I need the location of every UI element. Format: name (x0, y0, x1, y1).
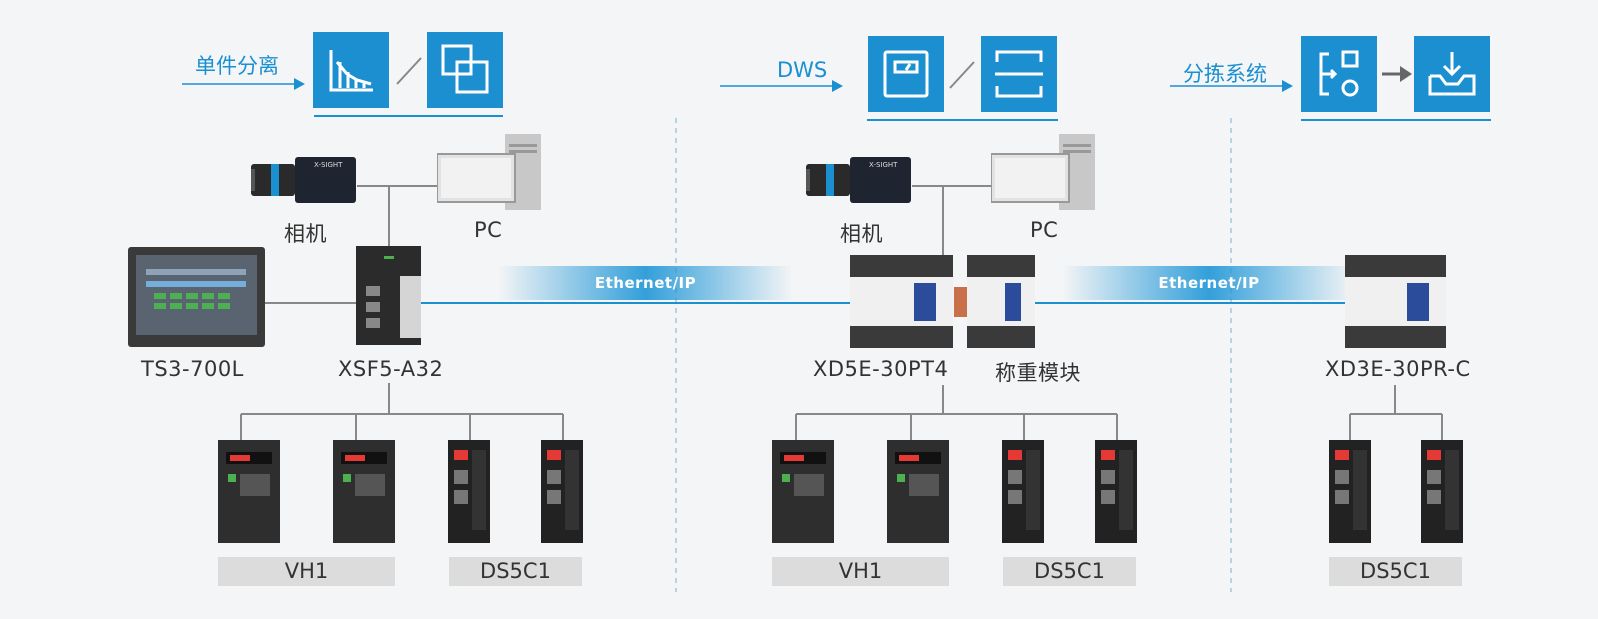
drive-group-label: VH1 (772, 557, 949, 586)
camera-brand: X-SIGHT (869, 161, 898, 169)
servo-drive-icon (1095, 440, 1137, 543)
bar-chart-icon (313, 32, 389, 108)
touchscreen-icon (128, 247, 265, 347)
camera-icon (251, 157, 356, 203)
module-label: 称重模块 (995, 361, 1081, 385)
controller-icon (356, 246, 421, 345)
camera-icon (806, 157, 911, 203)
drive-group-label: VH1 (218, 557, 395, 586)
servo-drive-icon (541, 440, 583, 543)
ethernet-ip-link: Ethernet/IP (1062, 266, 1356, 300)
servo-drive-icon (1421, 440, 1463, 543)
inverter-icon (218, 440, 280, 543)
servo-drive-icon (1002, 440, 1044, 543)
pc (436, 134, 543, 210)
camera: X-SIGHT (251, 157, 356, 203)
plc-icon (1345, 255, 1446, 348)
inverter-device (887, 440, 949, 543)
inverter-icon (333, 440, 395, 543)
inverter-icon (772, 440, 834, 543)
func-label-separation: 单件分离 (195, 54, 279, 78)
weighing-module (967, 255, 1035, 348)
hmi-label: TS3-700L (141, 357, 244, 381)
controller-label: XSF5-A32 (338, 357, 444, 381)
servo-drive-device (1002, 440, 1044, 543)
sort-flow-icon (1301, 36, 1377, 112)
servo-drive-device (541, 440, 583, 543)
ethernet-ip-link: Ethernet/IP (498, 266, 793, 300)
camera-label: 相机 (840, 222, 883, 246)
servo-drive-device (448, 440, 490, 543)
scan-frame-icon (981, 36, 1057, 112)
func-label-sorting: 分拣系统 (1183, 62, 1267, 86)
drive-group-label: DS5C1 (1003, 557, 1136, 586)
plc-device (850, 255, 953, 348)
servo-drive-device (1421, 440, 1463, 543)
plc-label: XD5E-30PT4 (813, 357, 949, 381)
inverter-icon (887, 440, 949, 543)
camera-brand: X-SIGHT (314, 161, 343, 169)
inbox-download-icon (1414, 36, 1490, 112)
camera: X-SIGHT (806, 157, 911, 203)
plc-device (1345, 255, 1446, 348)
servo-drive-device (1329, 440, 1371, 543)
hmi-touchscreen (128, 247, 265, 347)
func-label-dws: DWS (777, 58, 828, 82)
drive-group-label: DS5C1 (1329, 557, 1462, 586)
servo-drive-device (1095, 440, 1137, 543)
drive-group-label: DS5C1 (449, 557, 582, 586)
scale-icon (868, 36, 944, 112)
plc-icon (850, 255, 953, 348)
plc-label: XD3E-30PR-C (1325, 357, 1471, 381)
inverter-device (333, 440, 395, 543)
inverter-device (772, 440, 834, 543)
motion-controller (356, 246, 421, 345)
bus-connector (954, 287, 967, 317)
pc-label: PC (474, 218, 503, 242)
pc (990, 134, 1097, 210)
inverter-device (218, 440, 280, 543)
pc-icon (436, 134, 541, 210)
overlap-squares-icon (427, 32, 503, 108)
module-icon (967, 255, 1035, 348)
camera-label: 相机 (284, 222, 327, 246)
pc-icon (990, 134, 1095, 210)
pc-label: PC (1030, 218, 1059, 242)
servo-drive-icon (1329, 440, 1371, 543)
servo-drive-icon (448, 440, 490, 543)
